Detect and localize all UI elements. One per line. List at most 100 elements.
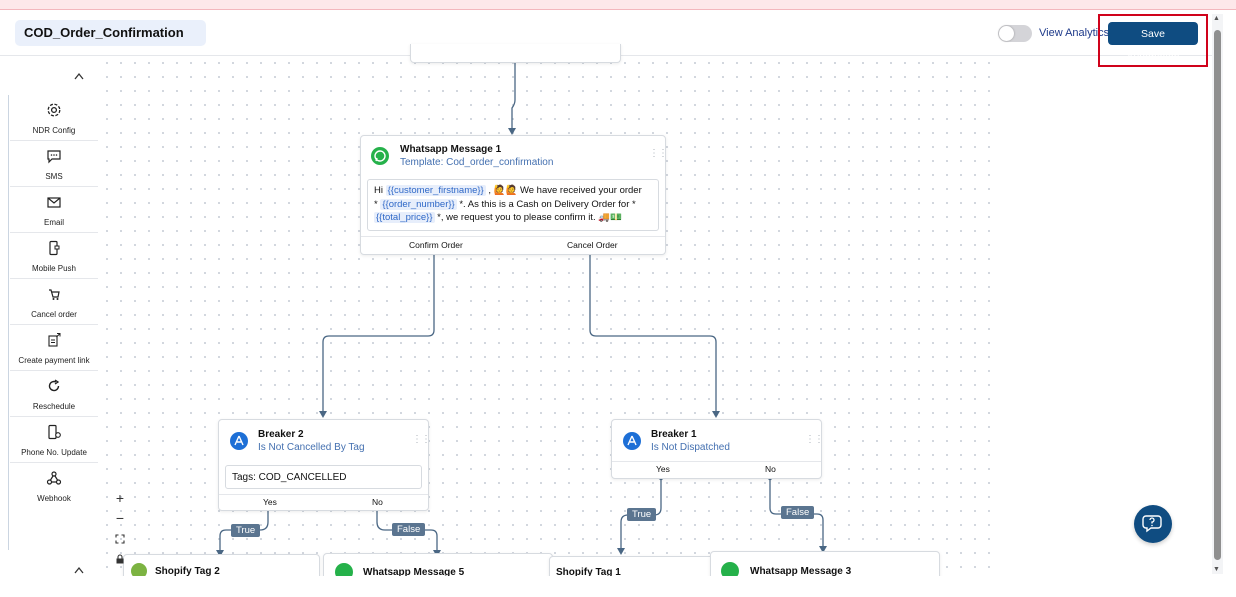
drag-handle-icon[interactable]: ⋮⋮: [649, 148, 668, 159]
node-subtitle: Is Not Cancelled By Tag: [258, 442, 365, 453]
node-title: Breaker 1: [651, 429, 697, 440]
chat-help-icon: [1142, 515, 1162, 533]
sidebar-item-label: SMS: [45, 172, 63, 181]
msg-text: *, we request you to please confirm it. …: [434, 212, 622, 223]
whatsapp-icon: [371, 147, 389, 165]
payment-link-icon: [48, 333, 61, 347]
sidebar-item-phone-update[interactable]: Phone No. Update: [10, 418, 98, 463]
drag-handle-icon[interactable]: ⋮⋮: [805, 434, 824, 445]
node-previous[interactable]: [410, 44, 621, 63]
msg-text: *. As this is a Cash on Delivery Order f…: [456, 198, 636, 210]
msg-text: *: [374, 198, 381, 210]
view-analytics-label[interactable]: View Analytics: [1039, 27, 1110, 39]
divider: [219, 494, 428, 495]
breaker-icon: [623, 432, 641, 450]
reschedule-icon: [48, 379, 60, 392]
whatsapp-icon: [721, 562, 739, 576]
bottom-nodes-viewport: Shopify Tag 2 Whatsapp Message 5 Shopify…: [100, 550, 1000, 576]
sidebar-item-mobile-push[interactable]: Mobile Push: [10, 234, 98, 279]
sidebar-item-label: NDR Config: [32, 126, 76, 135]
sidebar-item-webhook[interactable]: Webhook: [10, 464, 98, 509]
edge-label-false: False: [781, 506, 815, 519]
scrollbar-thumb[interactable]: [1214, 30, 1221, 560]
edge-top-to-whatsapp1: [511, 61, 516, 130]
top-banner-strip: [0, 0, 1236, 10]
port-cancel-order[interactable]: Cancel Order: [567, 240, 618, 250]
lock-icon[interactable]: [110, 550, 130, 568]
arrow-head: [617, 548, 625, 555]
arrow-head: [819, 546, 827, 553]
node-template: Template: Cod_order_confirmation: [400, 157, 554, 168]
action-sidebar: [8, 56, 98, 576]
phone-update-icon: [48, 424, 61, 440]
node-breaker-1[interactable]: Breaker 1 Is Not Dispatched ⋮⋮ Yes No: [611, 419, 824, 479]
chevron-up-icon[interactable]: [73, 70, 85, 84]
sms-icon: [47, 150, 61, 164]
sidebar-item-label: Webhook: [37, 494, 71, 503]
node-shopify-tag-1[interactable]: Shopify Tag 1: [549, 556, 719, 576]
sidebar-divider: [8, 95, 9, 550]
divider: [612, 461, 821, 462]
sidebar-item-label: Phone No. Update: [21, 448, 87, 457]
chevron-up-icon[interactable]: [73, 564, 85, 578]
arrow-head: [508, 128, 516, 135]
msg-text: , 🙋🙋 We have received your order: [485, 185, 642, 196]
edge-label-true: True: [627, 508, 657, 521]
email-icon: [47, 197, 61, 208]
node-whatsapp-message-1[interactable]: Whatsapp Message 1 Template: Cod_order_c…: [360, 135, 668, 255]
sidebar-item-sms[interactable]: SMS: [10, 142, 98, 187]
port-confirm-order[interactable]: Confirm Order: [409, 240, 463, 250]
webhook-icon: [46, 471, 62, 485]
arrow-head: [216, 550, 224, 557]
variable-token: {{customer_firstname}}: [385, 185, 486, 196]
scroll-down-arrow-icon[interactable]: ▼: [1213, 566, 1220, 573]
node-whatsapp-message-5[interactable]: Whatsapp Message 5: [323, 553, 553, 576]
edge-confirm-to-breaker2: [322, 253, 435, 412]
sidebar-item-ndr-config[interactable]: NDR Config: [10, 96, 98, 141]
node-title: Shopify Tag 2: [155, 566, 220, 576]
sidebar-item-label: Cancel order: [31, 310, 77, 319]
fit-view-icon[interactable]: [110, 530, 130, 548]
sidebar-item-cancel-order[interactable]: Cancel order: [10, 280, 98, 325]
sidebar-item-reschedule[interactable]: Reschedule: [10, 372, 98, 417]
sidebar-item-create-payment-link[interactable]: Create payment link: [10, 326, 98, 371]
sidebar-item-label: Create payment link: [18, 356, 90, 365]
automation-name-field[interactable]: COD_Order_Confirmation: [15, 20, 206, 46]
sidebar-item-label: Mobile Push: [31, 264, 77, 273]
zoom-out-button[interactable]: −: [115, 510, 125, 526]
variable-token: {{total_price}}: [374, 212, 435, 223]
highlight-box: [1098, 14, 1208, 67]
edge-label-true: True: [231, 524, 261, 537]
variable-token: {{order_number}}: [380, 198, 457, 210]
analytics-toggle[interactable]: [998, 25, 1032, 42]
port-yes[interactable]: Yes: [656, 464, 670, 474]
breaker-icon: [230, 432, 248, 450]
edge-cancel-to-breaker1: [589, 253, 717, 412]
sidebar-item-email[interactable]: Email: [10, 188, 98, 233]
cancel-cart-icon: [49, 289, 60, 300]
gear-icon: [47, 103, 61, 117]
port-yes[interactable]: Yes: [263, 497, 277, 507]
node-title: Whatsapp Message 5: [363, 567, 465, 576]
node-title: Breaker 2: [258, 429, 304, 440]
tags-box: Tags: COD_CANCELLED: [225, 465, 422, 489]
help-chat-button[interactable]: [1134, 505, 1172, 543]
node-shopify-tag-2[interactable]: Shopify Tag 2: [123, 554, 320, 576]
port-no[interactable]: No: [372, 497, 383, 507]
msg-text: Hi: [374, 185, 386, 196]
drag-handle-icon[interactable]: ⋮⋮: [412, 434, 431, 445]
node-title: Shopify Tag 1: [556, 567, 621, 576]
node-breaker-2[interactable]: Breaker 2 Is Not Cancelled By Tag ⋮⋮ Tag…: [218, 419, 431, 511]
node-whatsapp-message-3[interactable]: Whatsapp Message 3: [710, 551, 940, 576]
port-no[interactable]: No: [765, 464, 776, 474]
sidebar-item-label: Email: [43, 218, 64, 227]
zoom-in-button[interactable]: +: [115, 490, 125, 506]
node-subtitle: Is Not Dispatched: [651, 442, 730, 453]
save-automation-button[interactable]: Save Automation: [1108, 22, 1198, 63]
scroll-up-arrow-icon[interactable]: ▲: [1213, 15, 1220, 22]
edge-label-false: False: [392, 523, 426, 536]
toggle-knob: [999, 26, 1014, 41]
node-title: Whatsapp Message 3: [750, 566, 852, 576]
message-preview: Hi {{customer_firstname}} , 🙋🙋 We have r…: [367, 179, 659, 231]
